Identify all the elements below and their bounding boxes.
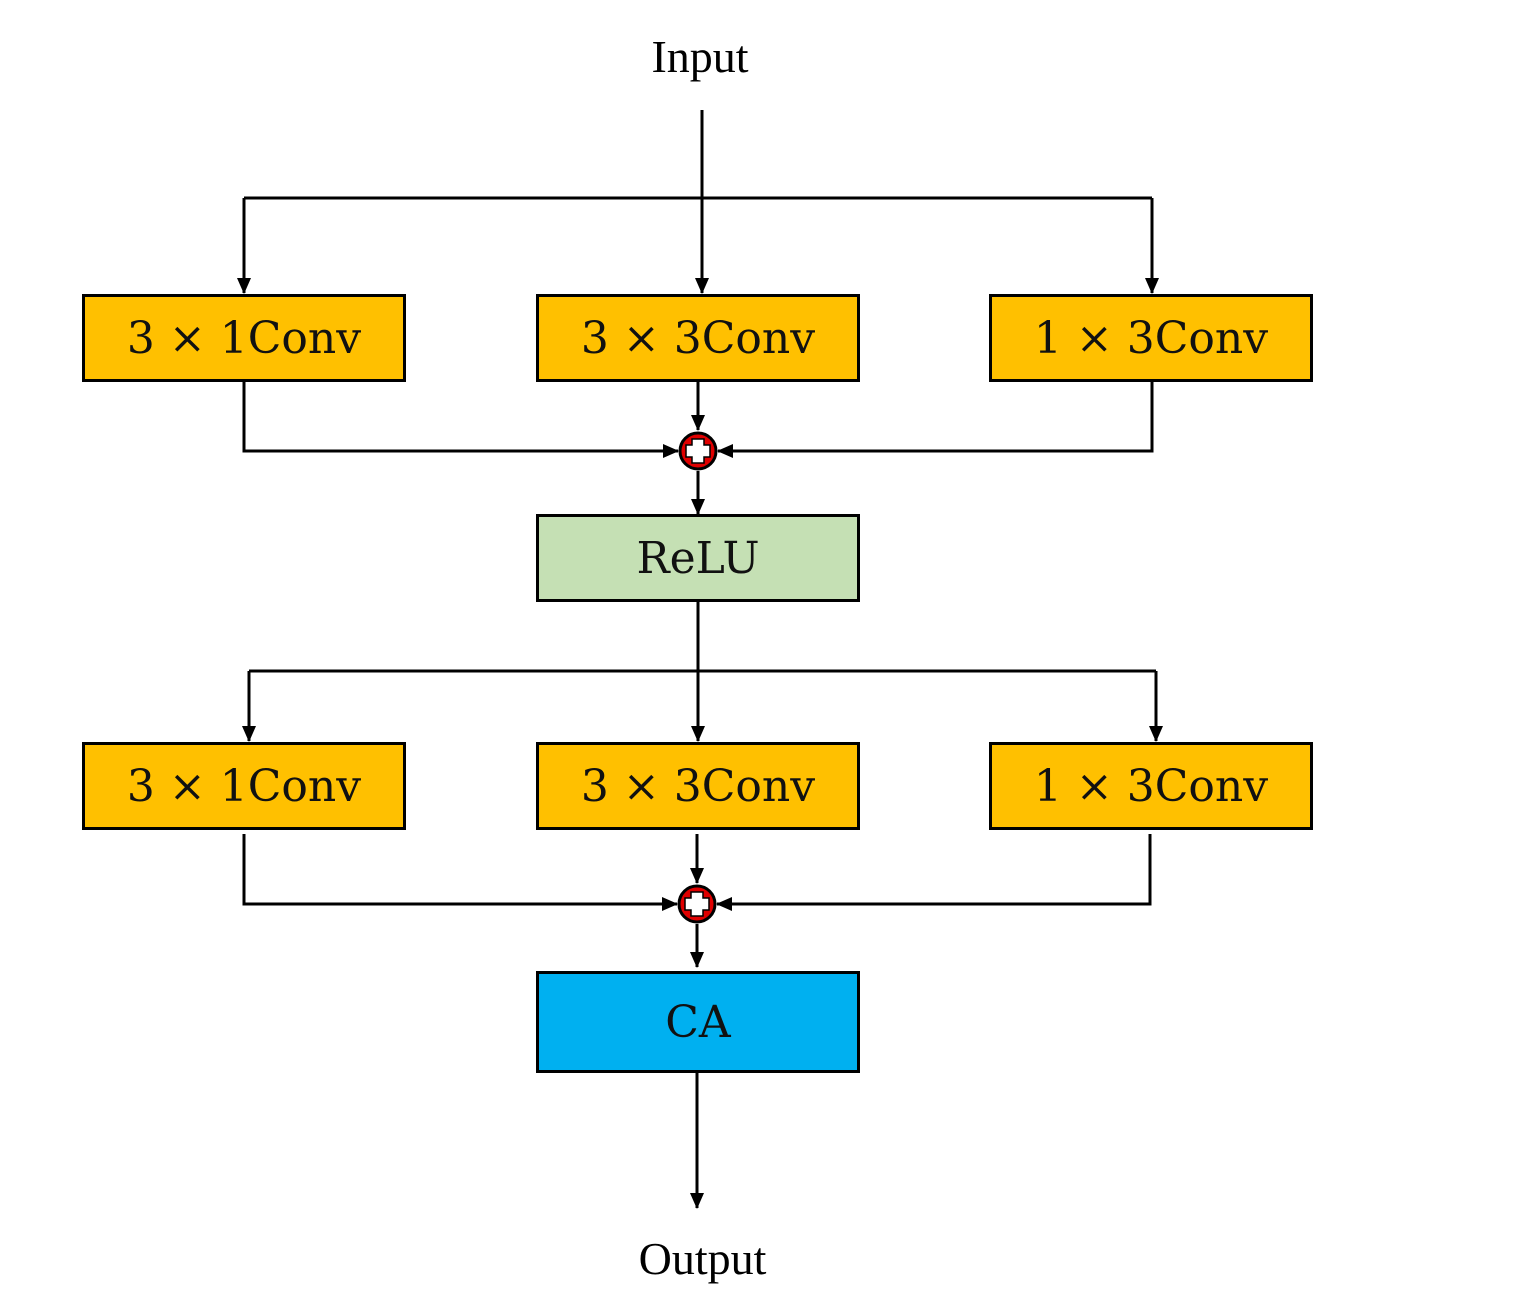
block1-conv-1x3: 1 × 3Conv	[989, 294, 1313, 382]
input-label: Input	[651, 31, 749, 82]
output-label: Output	[638, 1233, 767, 1284]
ca-block: CA	[536, 971, 860, 1073]
adder-1-circle-plus-icon	[678, 431, 718, 471]
block2-right-to-adder-arrow	[716, 834, 1152, 911]
block2-conv-3x3: 3 × 3Conv	[536, 742, 860, 830]
block1-right-to-adder-arrow	[717, 381, 1154, 458]
block1-conv-3x3: 3 × 3Conv	[536, 294, 860, 382]
block1-conv-3x1: 3 × 1Conv	[82, 294, 406, 382]
relu-block: ReLU	[536, 514, 860, 602]
adder-2-circle-plus-icon	[677, 884, 717, 924]
block2-conv-1x3: 1 × 3Conv	[989, 742, 1313, 830]
block2-conv-3x1: 3 × 1Conv	[82, 742, 406, 830]
block2-left-to-adder-arrow	[242, 834, 678, 911]
block1-left-to-adder-arrow	[242, 381, 679, 458]
